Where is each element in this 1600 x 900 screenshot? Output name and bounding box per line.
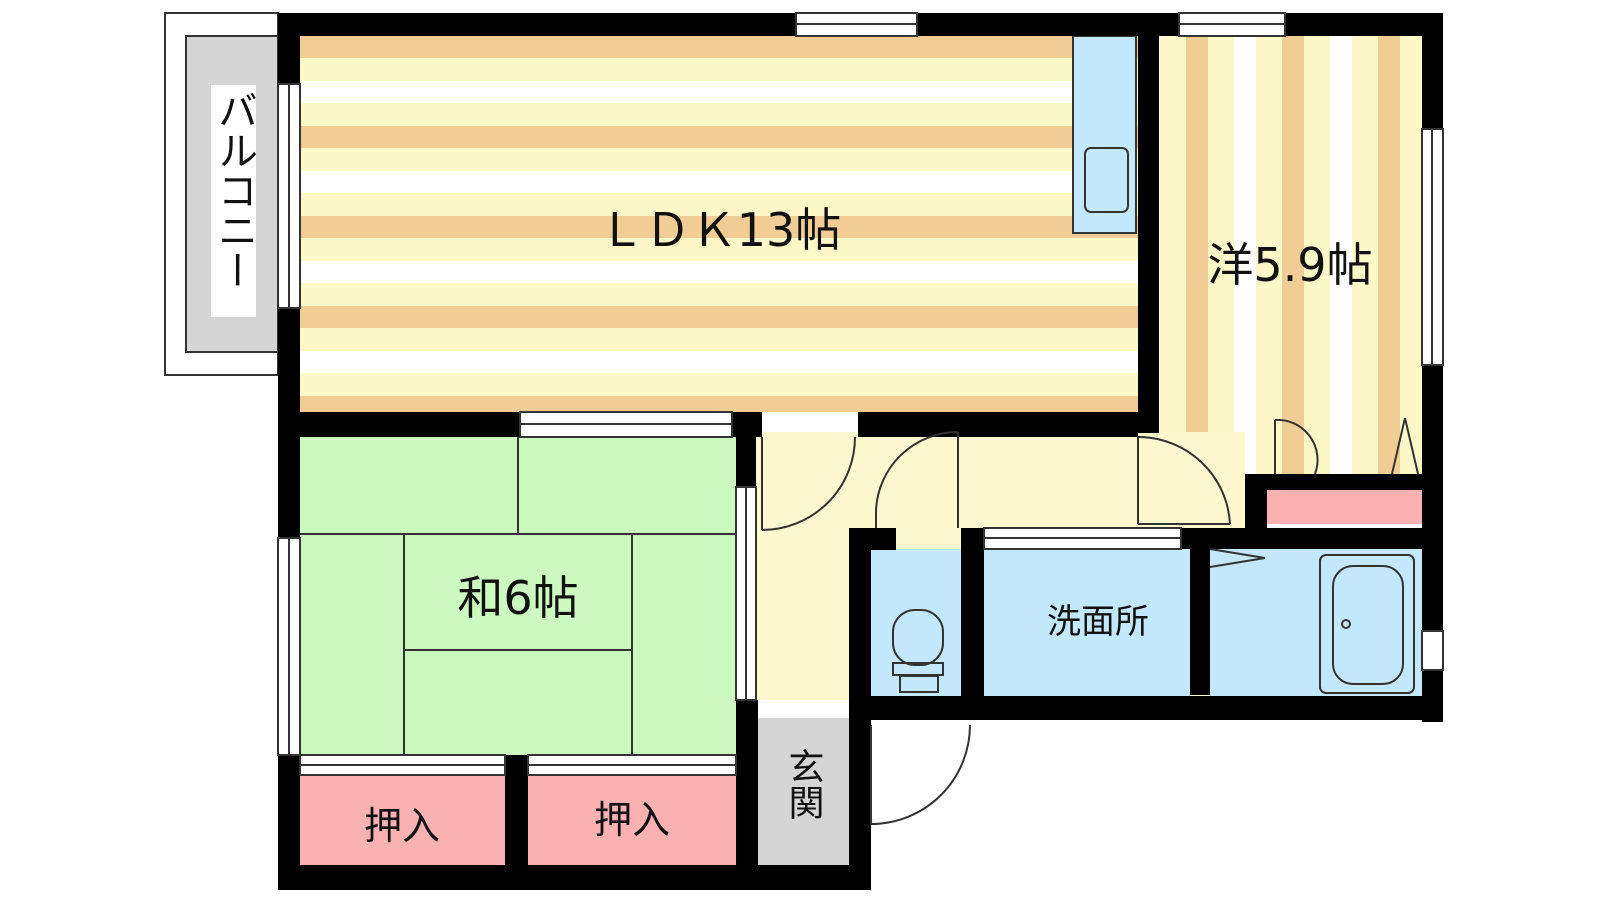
doors [761, 417, 1419, 825]
western-closet [1267, 490, 1422, 524]
windows [277, 12, 1444, 776]
balcony [164, 12, 279, 376]
washroom [984, 549, 1190, 696]
label-entrance: 玄関 [783, 748, 824, 820]
label-closet-2: 押入 [594, 798, 670, 842]
bathtub-icon [1319, 554, 1415, 694]
western-floor [1138, 36, 1422, 474]
sink-icon [1084, 147, 1129, 213]
toilet-icon [892, 609, 944, 693]
closet-2 [528, 775, 736, 865]
label-ldk: ＬＤＫ13帖 [599, 203, 842, 257]
closet-1 [300, 775, 505, 865]
label-closet-1: 押入 [364, 804, 440, 848]
kitchen-counter [1072, 35, 1137, 234]
label-washroom: 洗面所 [1047, 602, 1149, 642]
toilet-room [871, 549, 961, 696]
bathroom [1210, 549, 1422, 696]
entrance-floor [758, 718, 849, 865]
ldk-floor [300, 36, 1138, 412]
label-japanese: 和6帖 [457, 571, 578, 625]
tatami-room [300, 437, 736, 755]
label-balcony: バルコニー [211, 90, 257, 290]
label-western: 洋5.9帖 [1207, 238, 1372, 292]
